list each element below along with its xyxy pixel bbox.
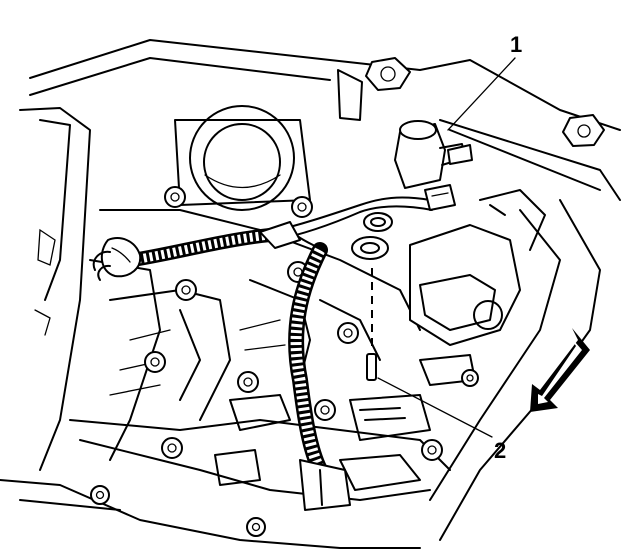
transmission-case-outline <box>0 39 621 549</box>
seal-rings <box>351 212 393 260</box>
bolt <box>461 369 479 387</box>
bolt <box>161 437 183 459</box>
bolt <box>237 371 259 393</box>
retaining-pin <box>366 268 377 381</box>
solenoid <box>394 120 473 211</box>
bolt <box>246 517 266 537</box>
harness-leads <box>34 228 111 336</box>
accumulator-bore <box>174 105 311 211</box>
bolt <box>175 279 197 301</box>
callout-leaders <box>377 57 516 438</box>
bolt <box>90 485 110 505</box>
bolt <box>164 186 186 208</box>
bolt <box>144 351 166 373</box>
flange-bolts <box>337 57 605 147</box>
pressure-switch-housing <box>409 189 546 346</box>
bolt <box>314 399 336 421</box>
callout-2-label: 2 <box>494 438 506 463</box>
bolt <box>421 439 443 461</box>
front-direction-arrow <box>530 328 590 412</box>
wiring-harness <box>100 196 433 511</box>
callout-1-label: 1 <box>510 32 522 57</box>
bolts <box>90 186 479 537</box>
bolt <box>337 322 359 344</box>
bolt <box>291 196 313 218</box>
